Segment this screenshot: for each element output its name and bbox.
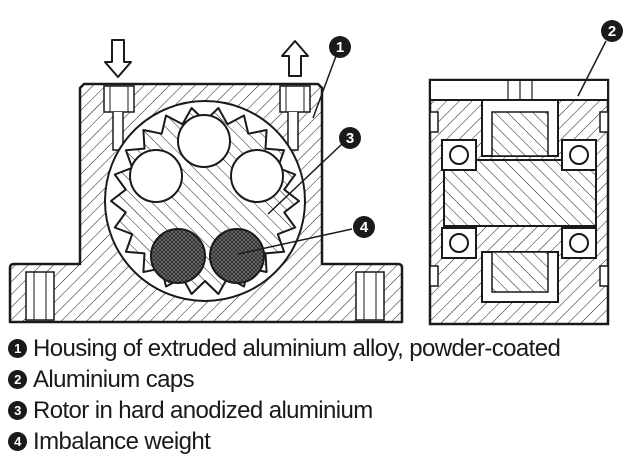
legend: 1 Housing of extruded aluminium alloy, p…: [8, 333, 628, 457]
arrow-up-icon: [281, 40, 309, 77]
arrow-down-icon: [104, 39, 132, 78]
legend-text-housing: Housing of extruded aluminium alloy, pow…: [33, 334, 561, 362]
vibrator-cross-section-diagram: 1 2 3 4: [8, 20, 623, 326]
rotor-pockets: [129, 114, 284, 203]
legend-item-housing: 1 Housing of extruded aluminium alloy, p…: [8, 333, 628, 364]
legend-item-rotor: 3 Rotor in hard anodized aluminium: [8, 395, 628, 426]
callout-2-label: 2: [608, 23, 616, 40]
callout-3-label: 3: [346, 130, 354, 147]
legend-number-2: 2: [8, 370, 27, 389]
callout-4-label: 4: [360, 219, 369, 236]
legend-item-caps: 2 Aluminium caps: [8, 364, 628, 395]
legend-text-weight: Imbalance weight: [33, 427, 211, 455]
bearing-bottom-right: [561, 227, 597, 259]
callout-1-label: 1: [336, 39, 344, 56]
housing-side-section: [428, 78, 610, 326]
legend-number-3: 3: [8, 401, 27, 420]
housing-front-view: [8, 82, 404, 324]
bearing-bottom-left: [441, 227, 477, 259]
imbalance-weights: [150, 228, 265, 284]
callout-3: 3: [267, 127, 361, 215]
foot-hole-right: [355, 271, 385, 321]
air-inlet-port: [103, 85, 135, 151]
legend-number-4: 4: [8, 432, 27, 451]
bearing-top-left: [441, 139, 477, 171]
legend-text-rotor: Rotor in hard anodized aluminium: [33, 396, 373, 424]
foot-hole-left: [25, 271, 55, 321]
legend-text-caps: Aluminium caps: [33, 365, 195, 393]
air-outlet-port: [279, 85, 311, 151]
callout-4: 4: [237, 216, 375, 255]
bearing-top-right: [561, 139, 597, 171]
callout-1: 1: [312, 36, 351, 119]
legend-number-1: 1: [8, 339, 27, 358]
callout-2: 2: [577, 20, 623, 97]
legend-item-weight: 4 Imbalance weight: [8, 426, 628, 457]
